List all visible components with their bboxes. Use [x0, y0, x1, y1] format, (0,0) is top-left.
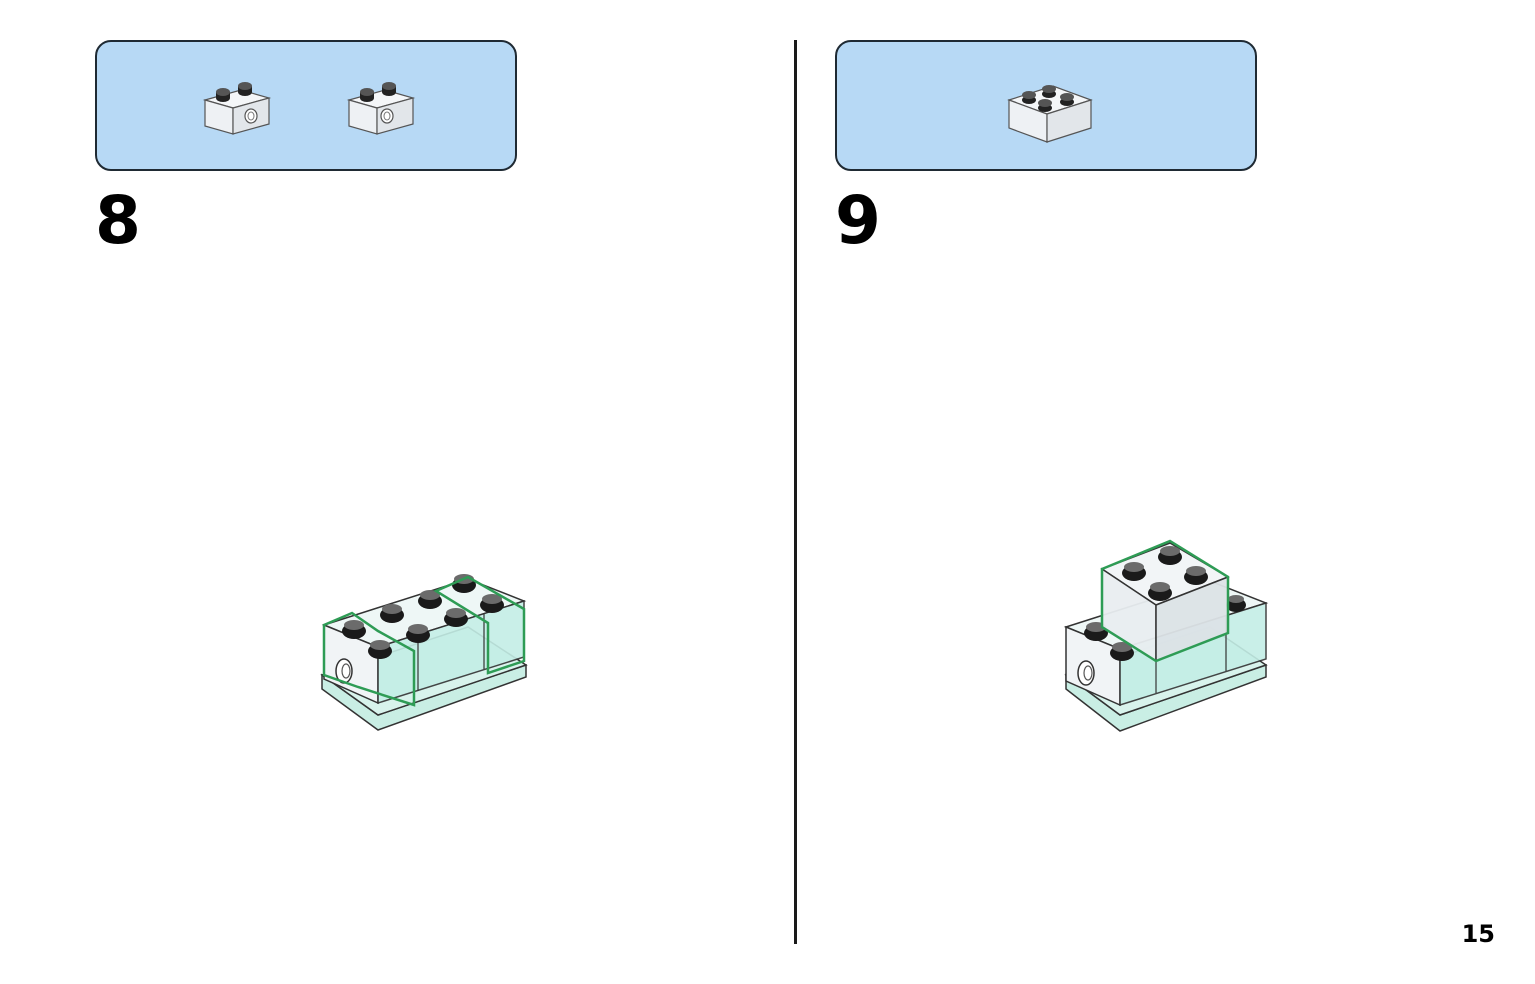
- step-8-model-illustration: [320, 574, 528, 731]
- step-9-model-illustration: [1063, 539, 1269, 732]
- parts-callout-step-9: [835, 40, 1257, 171]
- step-number: 8: [95, 182, 141, 259]
- parts-callout-step-8: [95, 40, 517, 171]
- brick-2x2-icon: [1007, 85, 1093, 143]
- page-number: 15: [1461, 920, 1495, 948]
- technic-brick-1x2-icon: [202, 82, 272, 135]
- step-number: 9: [835, 182, 881, 259]
- technic-brick-1x2-icon: [346, 82, 416, 135]
- page-divider: [794, 40, 797, 944]
